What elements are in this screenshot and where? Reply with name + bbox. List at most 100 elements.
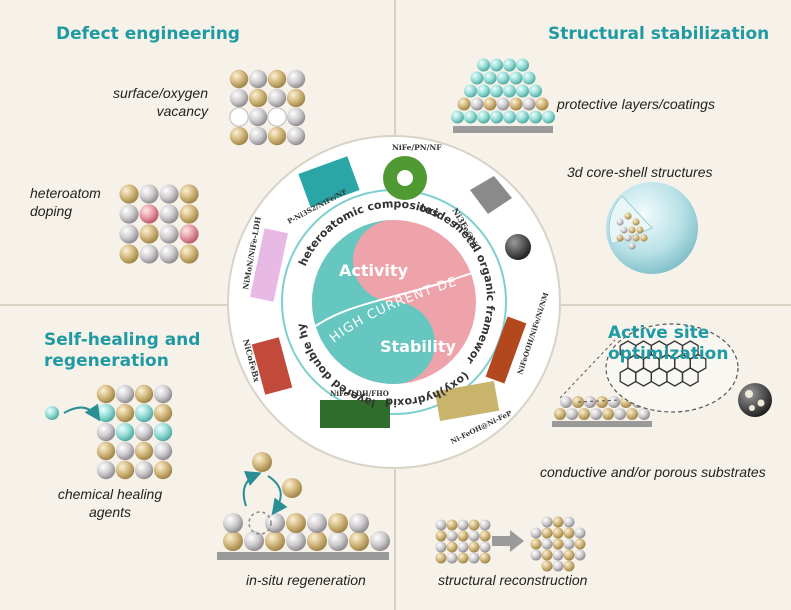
atom xyxy=(563,549,575,561)
dissolved-atom xyxy=(282,478,302,498)
atom xyxy=(153,384,173,404)
atom xyxy=(267,126,287,146)
atom xyxy=(349,513,369,533)
atom xyxy=(563,527,575,539)
atom xyxy=(574,538,586,550)
healing-arrow xyxy=(63,403,101,422)
conductive-substrate-bar xyxy=(552,421,652,427)
self-healing-title: Self-healing and regeneration xyxy=(44,330,201,371)
atom xyxy=(563,560,575,572)
atom xyxy=(139,224,159,244)
caption-reconstruction: structural reconstruction xyxy=(438,572,588,588)
atom xyxy=(119,244,139,264)
yin-yang-curve xyxy=(309,269,481,331)
atom xyxy=(119,184,139,204)
atom xyxy=(457,97,471,111)
porous-particle xyxy=(738,383,772,417)
atom xyxy=(541,516,553,528)
atom xyxy=(552,538,564,550)
atom xyxy=(470,97,484,111)
atom xyxy=(596,396,608,408)
thumb-nife-pn-hole xyxy=(397,170,413,186)
atom xyxy=(229,126,249,146)
atom xyxy=(470,71,484,85)
caption-regeneration: in-situ regeneration xyxy=(246,572,366,588)
graphene-hexagon xyxy=(681,367,699,387)
atom xyxy=(286,531,306,551)
atom xyxy=(179,244,199,264)
atom xyxy=(490,58,503,72)
atom xyxy=(574,549,586,561)
atom xyxy=(632,218,640,226)
atom xyxy=(248,69,268,89)
core-atoms xyxy=(616,212,648,250)
atom xyxy=(153,422,173,442)
atom xyxy=(457,552,469,564)
atom xyxy=(552,560,564,572)
substrate-layer xyxy=(554,396,650,420)
atom xyxy=(307,531,327,551)
atom xyxy=(115,384,135,404)
atom xyxy=(179,204,199,224)
atom xyxy=(468,519,480,531)
atom xyxy=(541,549,553,561)
atom xyxy=(134,422,154,442)
atom xyxy=(560,396,572,408)
atom xyxy=(516,58,529,72)
atom xyxy=(96,403,116,423)
atom xyxy=(552,516,564,528)
atom xyxy=(490,84,503,98)
coating-substrate-bar xyxy=(453,126,553,133)
atom xyxy=(529,110,542,124)
atom xyxy=(496,71,510,85)
healing-agent-atom xyxy=(45,406,59,420)
atom xyxy=(503,84,516,98)
atom xyxy=(638,408,650,420)
thumb-nimon xyxy=(249,228,289,302)
atom xyxy=(457,541,469,553)
healing-lattice xyxy=(45,384,173,480)
atom xyxy=(248,88,268,108)
atom xyxy=(608,396,620,408)
atom xyxy=(435,541,447,553)
atom xyxy=(468,541,480,553)
atom xyxy=(446,552,458,564)
atom xyxy=(529,84,542,98)
atom xyxy=(552,527,564,539)
atom xyxy=(479,530,491,542)
atom xyxy=(286,126,306,146)
caption-vacancy: surface/oxygen vacancy xyxy=(113,85,208,119)
thumb-ni-feoh xyxy=(434,381,500,421)
atom xyxy=(541,538,553,550)
regen-arrow-down xyxy=(267,475,288,516)
material-label-nife-pn: NiFe/PN/NF xyxy=(392,143,442,152)
atom xyxy=(179,184,199,204)
thumb-ni3fe-particle xyxy=(505,234,531,260)
atom xyxy=(223,531,243,551)
atom xyxy=(464,84,477,98)
atom xyxy=(370,531,390,551)
thumb-ni3fe-nc xyxy=(470,176,512,214)
atom xyxy=(614,408,626,420)
atom xyxy=(490,110,503,124)
atom xyxy=(223,513,243,533)
atom xyxy=(602,408,614,420)
regen-arrow-up xyxy=(242,471,262,507)
atom xyxy=(522,97,536,111)
atom xyxy=(468,552,480,564)
atom xyxy=(244,531,264,551)
regen-substrate-bar xyxy=(217,552,389,560)
atom xyxy=(457,519,469,531)
atom xyxy=(509,71,523,85)
atom xyxy=(590,408,602,420)
atom xyxy=(229,69,249,89)
atom xyxy=(153,460,173,480)
atom xyxy=(115,403,135,423)
atom xyxy=(286,513,306,533)
caption-doping: heteroatom doping xyxy=(30,185,101,219)
atom xyxy=(265,531,285,551)
atom xyxy=(479,541,491,553)
atom xyxy=(446,519,458,531)
